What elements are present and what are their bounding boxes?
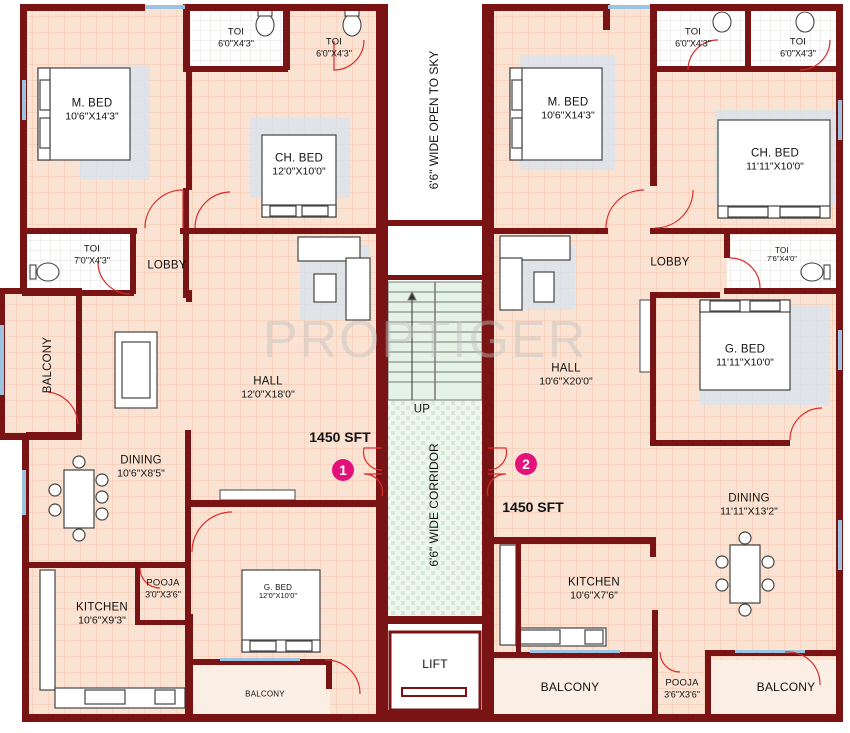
flat2-hall-sofa (499, 235, 571, 311)
flat1-side-balcony-floor (2, 292, 78, 438)
flat1-number-badge: 1 (332, 459, 354, 481)
flat2-dining-table (715, 531, 775, 617)
flat1-gbed-bed (241, 569, 321, 653)
door-swings (47, 39, 831, 695)
lift (388, 630, 482, 712)
open-to-sky-label: 6'6" WIDE OPEN TO SKY (427, 50, 441, 190)
corridor-floor (387, 400, 483, 618)
flat1-kitchen-counter (39, 569, 186, 709)
flat2-balcony-a: BALCONY (540, 680, 600, 695)
corridor-label: 6'6" WIDE CORRIDOR (427, 443, 441, 567)
staircase (387, 281, 483, 401)
flat2-area: 1450 SFT (502, 499, 564, 515)
flat1-balcony: BALCONY (245, 689, 285, 699)
flat2-toi-c-floor (727, 235, 837, 293)
flat1-dining-table (48, 455, 109, 542)
lift-label: LIFT (422, 657, 448, 672)
flat1-toi-c-floor (25, 233, 133, 291)
flat2-number-badge: 2 (515, 453, 537, 475)
watermark: PROPTIGER (262, 311, 588, 369)
flat1-mbed-bed (37, 67, 131, 161)
flat1-area: 1450 SFT (309, 429, 371, 445)
flat2-chbed-bed (717, 119, 831, 219)
flat2-lobby: LOBBY (650, 256, 690, 269)
windows (0, 5, 842, 661)
flat1-hall-sofa (297, 236, 371, 321)
flat1-side-balcony: BALCONY (42, 336, 54, 394)
stair-up-label: UP (413, 403, 431, 416)
toilet-fixtures (29, 9, 831, 282)
flat1-lobby: LOBBY (147, 259, 187, 272)
flat1-balcony-floor (190, 665, 330, 720)
flat1-hall-table (114, 331, 158, 409)
flat2-balcony-b: BALCONY (756, 680, 816, 695)
flat2-balcony-a-floor (488, 660, 653, 720)
flat2-mbed-bed (509, 67, 603, 161)
flat1-tv-unit (219, 489, 296, 501)
flat1-chbed-bed (261, 134, 337, 218)
flat2-gbed-bed (699, 299, 791, 391)
